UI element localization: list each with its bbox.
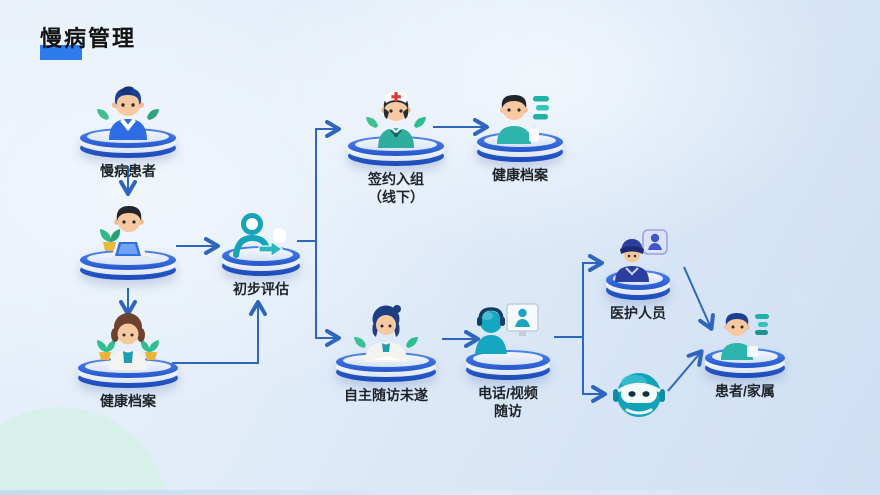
node-phone-video-followup: 电话/视频随访 — [466, 302, 550, 420]
node-enroll-offline: 签约入组（线下） — [348, 78, 444, 206]
page-title: 慢病管理 — [40, 26, 137, 60]
node-label: 患者/家属 — [715, 383, 775, 399]
node-medical-staff: 医护人员 — [606, 228, 670, 322]
node-initial-assessment: 初步评估 — [222, 212, 300, 298]
node-patient-family: 患者/家属 — [705, 308, 785, 400]
female-doctor-desk-icon — [354, 305, 418, 362]
arrow-assessment-to-selffollowup — [315, 241, 341, 347]
node-label: 签约入组（线下） — [368, 171, 424, 206]
medical-staff-icon — [615, 229, 668, 282]
node-doctor-intake — [80, 196, 176, 280]
arrow-phonevideo-to-robot — [582, 337, 607, 403]
node-ai-robot — [612, 370, 666, 420]
patient-man-icon — [97, 86, 159, 140]
family-member-icon — [721, 313, 769, 360]
nurse-icon — [366, 91, 426, 148]
node-label: 医护人员 — [610, 305, 666, 321]
female-doctor-icon — [97, 313, 159, 370]
platform — [466, 350, 550, 380]
node-health-record-top: 健康档案 — [477, 88, 563, 184]
title-accent-bar — [40, 45, 82, 60]
node-chronic-patient: 慢病患者 — [80, 82, 176, 180]
node-health-record-left: 健康档案 — [78, 308, 178, 410]
assessment-icon — [233, 213, 286, 258]
node-label: 健康档案 — [100, 393, 156, 409]
platform — [222, 246, 300, 276]
arrow-assessment-to-enroll — [297, 120, 341, 242]
callcenter-icon — [475, 303, 539, 354]
node-label: 自主随访未遂 — [344, 387, 428, 403]
node-label: 初步评估 — [233, 281, 289, 297]
arrow-record-left-to-assessment — [172, 300, 267, 364]
node-label: 健康档案 — [492, 167, 548, 183]
node-label: 电话/视频随访 — [478, 385, 538, 420]
doctor-laptop-icon — [100, 206, 152, 261]
robot-icon — [613, 373, 665, 417]
page-title-text: 慢病管理 — [40, 26, 137, 51]
arrow-phonevideo-to-staff — [554, 254, 604, 338]
arrow-robot-to-family — [667, 349, 704, 392]
node-label: 慢病患者 — [100, 163, 156, 179]
bottom-accent-strip — [0, 490, 880, 495]
arrow-staff-to-family — [683, 266, 715, 331]
node-self-followup-missed: 自主随访未遂 — [336, 300, 436, 404]
blue-dot-decoration — [784, 286, 810, 312]
male-record-icon — [497, 95, 549, 144]
